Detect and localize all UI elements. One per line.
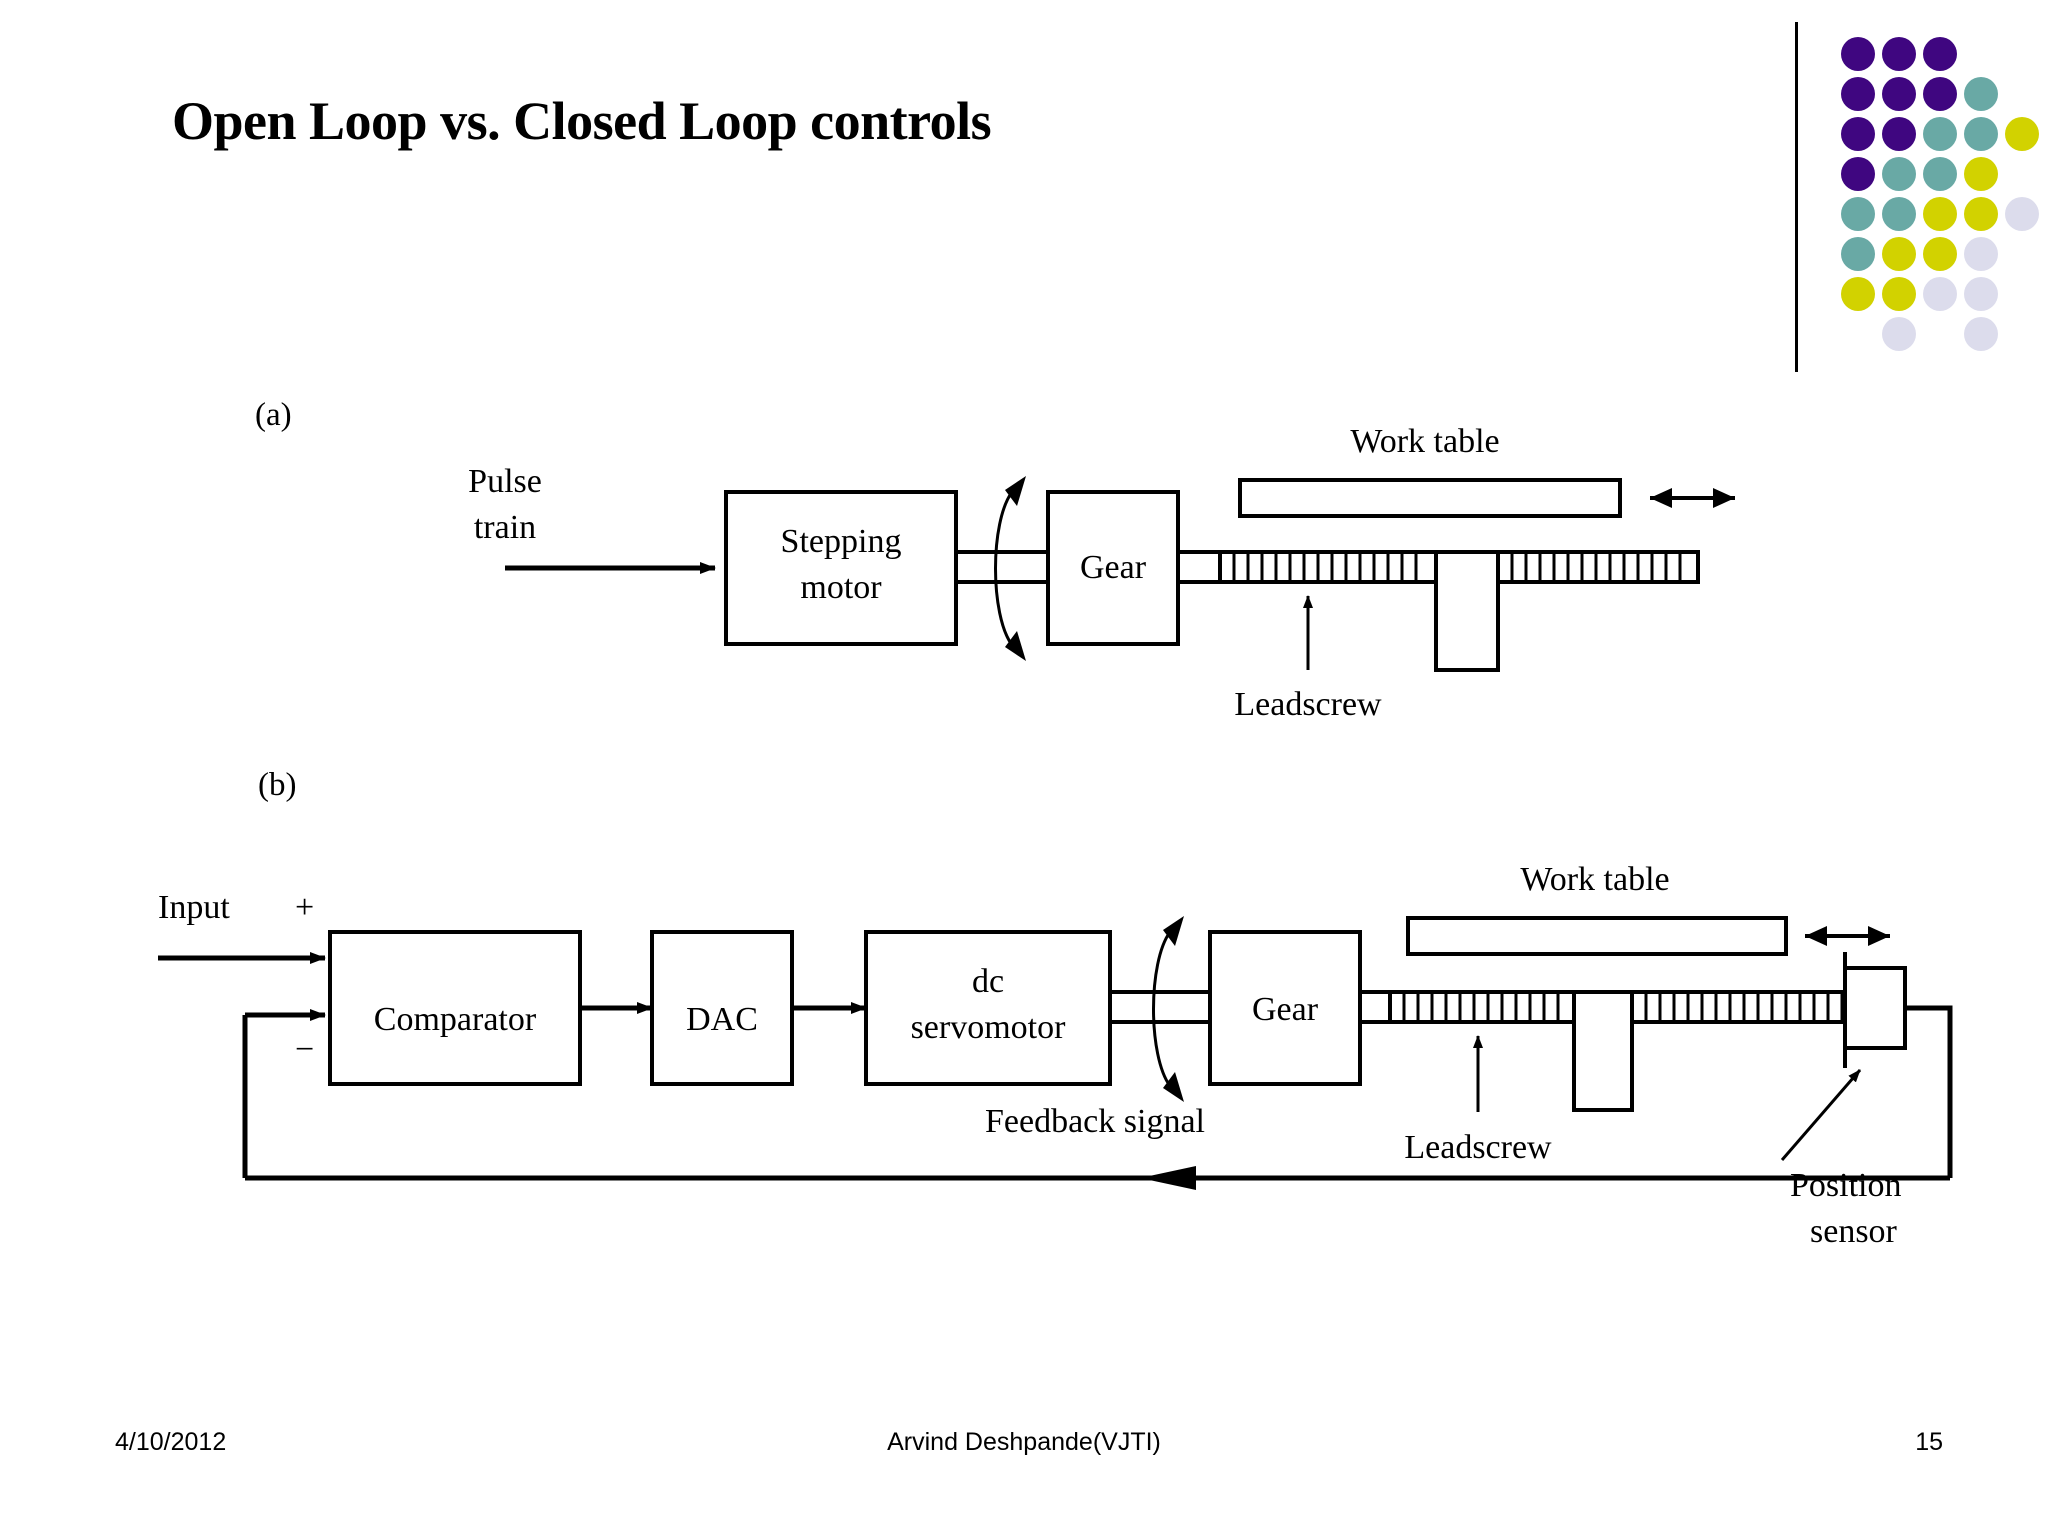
logo-dot-teal (1882, 157, 1916, 191)
logo-dot-purple (1882, 37, 1916, 71)
logo-dot-yellow (1964, 157, 1998, 191)
work-table-label-b: Work table (1520, 861, 1669, 898)
panel-a-nut-block (1434, 550, 1500, 672)
logo-dot-teal (1841, 237, 1875, 271)
logo-dot-yellow (1841, 277, 1875, 311)
plus-sign-b: + (295, 889, 314, 926)
pulse-train-label-line2: train (474, 509, 536, 546)
panel-b-group: (b) Input + − Comparator DAC dc (158, 767, 1953, 1250)
logo-dot-lavender (1964, 237, 1998, 271)
logo-dot-yellow (1923, 237, 1957, 271)
position-sensor-label-line1: Position (1790, 1167, 1901, 1204)
logo-dot-purple (1841, 77, 1875, 111)
panel-b-leadscrew-threads-left (1388, 990, 1576, 1024)
panel-a-group: (a) Pulse train Stepping motor Gear (255, 397, 1735, 723)
logo-dot-teal (1964, 77, 1998, 111)
logo-dot-purple (1923, 77, 1957, 111)
logo-dot-purple (1882, 77, 1916, 111)
panel-a-leadscrew-threads-left (1218, 550, 1438, 584)
panel-b-work-table (1406, 916, 1788, 956)
dc-servomotor-label-line1: dc (972, 963, 1004, 1000)
logo-dot-purple (1841, 117, 1875, 151)
logo-dot-yellow (2005, 117, 2039, 151)
panel-b-leadscrew-threads-right (1630, 990, 1862, 1024)
position-sensor-label-line2: sensor (1810, 1213, 1898, 1250)
position-sensor-wire (1905, 1005, 1953, 1178)
pulse-train-label-line1: Pulse (468, 463, 542, 500)
gear-label-a: Gear (1080, 549, 1147, 586)
panel-b-nut-block (1572, 990, 1634, 1112)
panel-b-label: (b) (258, 767, 296, 803)
panel-b-rotation-arc (1152, 931, 1172, 1087)
stepping-motor-box (724, 490, 958, 646)
logo-dot-yellow (1923, 197, 1957, 231)
gear-label-b: Gear (1252, 991, 1319, 1028)
panel-a-label: (a) (255, 397, 292, 433)
logo (1795, 22, 2045, 372)
logo-dot-yellow (1882, 277, 1916, 311)
logo-dot-purple (1841, 157, 1875, 191)
feedback-signal-arrowhead (1140, 1166, 1196, 1190)
comparator-box (328, 930, 582, 1086)
stepping-motor-label-line1: Stepping (781, 523, 902, 560)
footer-date: 4/10/2012 (115, 1428, 227, 1456)
logo-dot-lavender (2005, 197, 2039, 231)
panel-a-leadscrew-threads-right (1496, 550, 1700, 584)
logo-dot-teal (1841, 197, 1875, 231)
logo-dot-teal (1882, 197, 1916, 231)
logo-dot-purple (1841, 37, 1875, 71)
panel-b-table-motion-arrow (1805, 926, 1890, 946)
page-title: Open Loop vs. Closed Loop controls (172, 91, 992, 151)
footer-author: Arvind Deshpande(VJTI) (887, 1428, 1161, 1456)
panel-a-work-table (1238, 478, 1622, 518)
logo-dot-teal (1964, 117, 1998, 151)
position-sensor-box (1843, 966, 1907, 1050)
logo-dot-yellow (1964, 197, 1998, 231)
panel-a-rotation-arrowhead-up (1005, 476, 1026, 506)
position-sensor-callout-arrow (1780, 1069, 1862, 1161)
minus-sign-b: − (295, 1031, 314, 1068)
logo-dot-teal (1923, 117, 1957, 151)
leadscrew-label-a: Leadscrew (1234, 686, 1382, 723)
dc-servomotor-box (864, 930, 1112, 1086)
panel-a-rotation-arrowhead-down (1005, 631, 1026, 661)
logo-dot-teal (1923, 157, 1957, 191)
panel-b-rotation-arrowhead-down (1163, 1072, 1184, 1102)
work-table-label-a: Work table (1350, 423, 1499, 460)
footer-page-number: 15 (1915, 1428, 1943, 1456)
stepping-motor-label-line2: motor (800, 569, 882, 606)
panel-a-rotation-arc (994, 491, 1014, 646)
panel-b-rotation-arrowhead-up (1163, 916, 1184, 946)
logo-divider-rule (1795, 22, 1798, 372)
logo-dot-lavender (1964, 277, 1998, 311)
dc-servomotor-label-line2: servomotor (911, 1009, 1067, 1046)
control-systems-figure: (a) Pulse train Stepping motor Gear (0, 370, 2048, 1380)
dac-label: DAC (686, 1001, 758, 1038)
gear-box-b (1208, 930, 1362, 1086)
comparator-label: Comparator (374, 1001, 537, 1038)
logo-dot-yellow (1882, 237, 1916, 271)
leadscrew-label-b: Leadscrew (1404, 1129, 1552, 1166)
dac-box (650, 930, 794, 1086)
logo-dot-lavender (1964, 317, 1998, 351)
logo-dot-lavender (1882, 317, 1916, 351)
gear-box-a (1046, 490, 1180, 646)
logo-dot-purple (1923, 37, 1957, 71)
feedback-signal-label: Feedback signal (985, 1103, 1205, 1140)
panel-a-table-motion-arrow (1650, 488, 1735, 508)
logo-dot-lavender (1923, 277, 1957, 311)
input-label-b: Input (158, 889, 230, 926)
logo-dot-purple (1882, 117, 1916, 151)
